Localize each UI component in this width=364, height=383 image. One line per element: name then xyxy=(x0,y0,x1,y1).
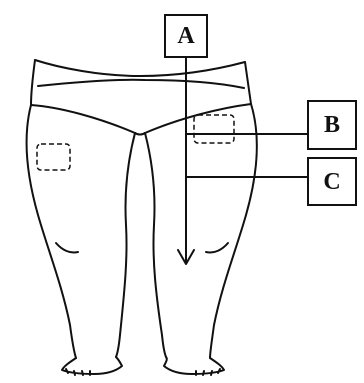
right-thigh-site xyxy=(194,115,234,143)
waistband-right-side xyxy=(245,62,251,104)
crotch-edge xyxy=(135,133,145,135)
waistband-lower-edge xyxy=(38,80,244,88)
underwear-left-leg-line xyxy=(31,105,135,133)
waistband-top-edge xyxy=(35,60,245,76)
waistband-left-side xyxy=(31,60,35,105)
label-b-text: B xyxy=(324,113,340,137)
left-knee-line xyxy=(56,243,78,253)
left-leg-outer-contour xyxy=(27,105,76,358)
label-a-text: A xyxy=(177,24,194,48)
label-c-text: C xyxy=(323,170,340,194)
left-leg-inner-contour xyxy=(116,133,135,357)
left-foot xyxy=(62,357,122,374)
right-knee-line xyxy=(206,243,228,253)
right-leg-inner-contour xyxy=(145,133,166,357)
underwear-right-leg-line xyxy=(145,104,251,133)
label-c-box: C xyxy=(307,157,357,206)
label-b-box: B xyxy=(307,100,357,150)
left-thigh-site xyxy=(37,144,70,170)
right-foot xyxy=(164,357,224,374)
label-a-box: A xyxy=(164,14,208,58)
